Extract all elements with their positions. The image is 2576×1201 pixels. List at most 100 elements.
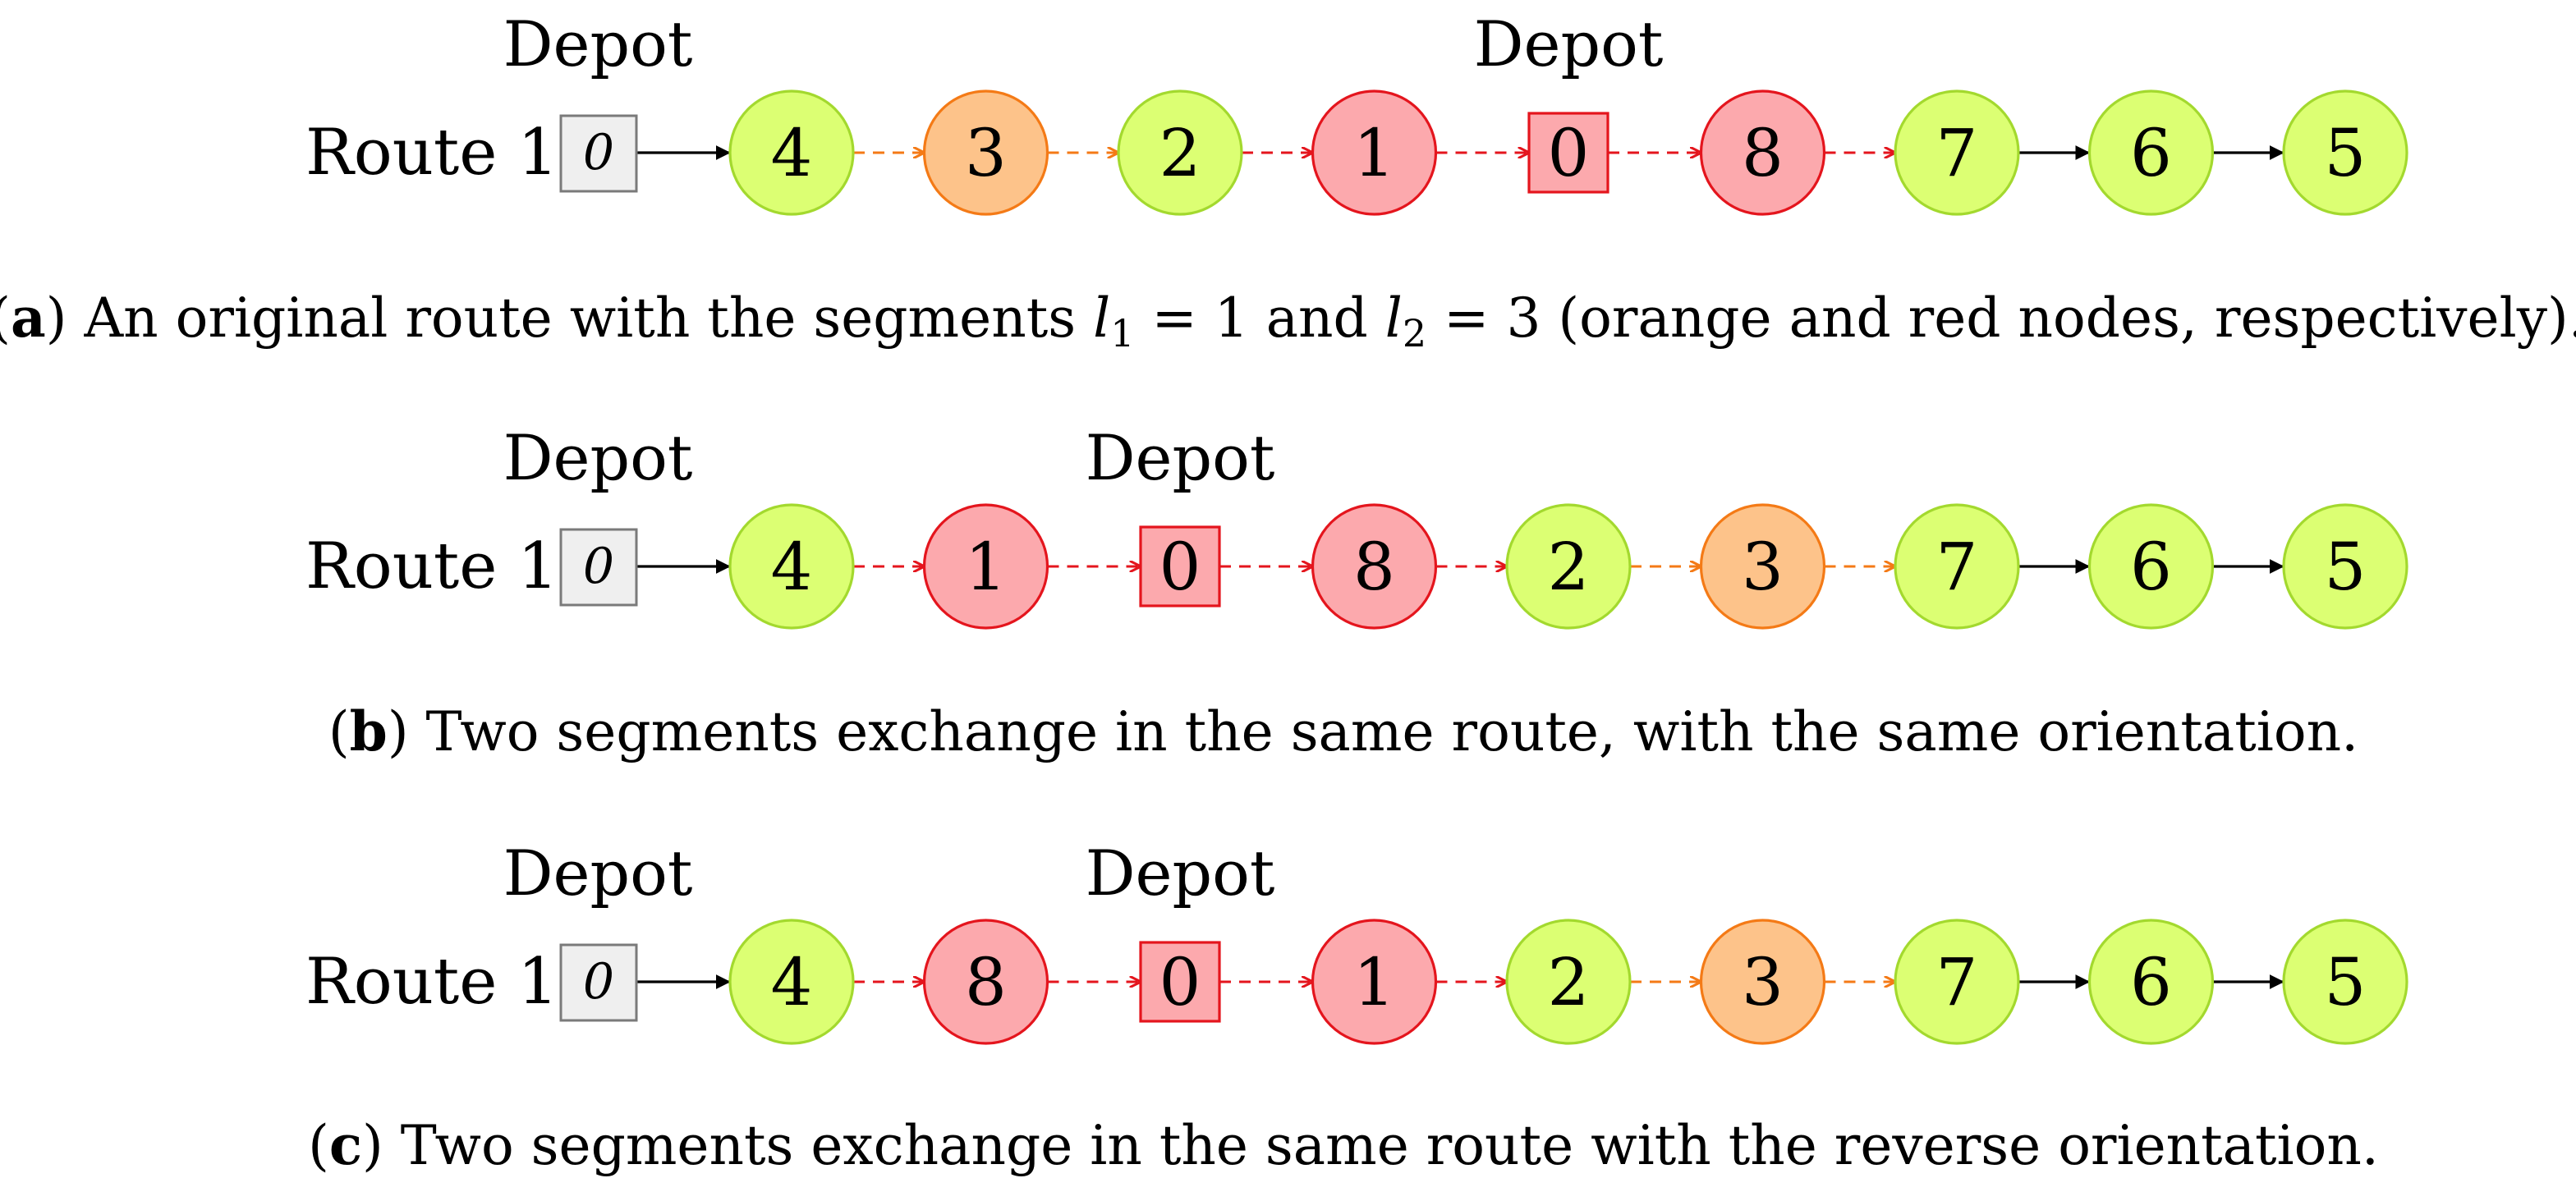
node-circle xyxy=(2282,919,2408,1045)
customer-node: 2 xyxy=(1505,503,1632,630)
node-value: 5 xyxy=(2325,529,2367,605)
start-depot-value: 0 xyxy=(583,953,614,1011)
customer-node: 7 xyxy=(1894,503,2020,630)
start-depot-value: 0 xyxy=(583,538,614,595)
start-depot-box xyxy=(559,943,638,1022)
node-value: 2 xyxy=(1548,944,1590,1020)
node-value: 2 xyxy=(1159,115,1201,191)
customer-node: 5 xyxy=(2282,919,2408,1045)
caption-letter: b xyxy=(350,699,388,763)
node-value: 0 xyxy=(1548,115,1590,191)
node-circle xyxy=(728,89,855,216)
node-circle xyxy=(1311,503,1438,630)
depot-square xyxy=(1527,112,1609,194)
customer-node: 6 xyxy=(2087,89,2215,216)
start-depot-label: Depot xyxy=(503,837,693,910)
caption-sub-1: 1 xyxy=(1110,311,1134,355)
caption-text-1: Two segments exchange in the same route,… xyxy=(409,700,2359,763)
caption: (a) An original route with the segments … xyxy=(0,286,2576,355)
route-label: Route 1 xyxy=(305,116,558,190)
node-value: 6 xyxy=(2130,944,2172,1020)
node-circle xyxy=(1505,919,1632,1045)
customer-node: 4 xyxy=(728,89,855,216)
customer-node: 4 xyxy=(728,919,855,1045)
start-depot-box xyxy=(559,114,638,193)
start-depot-label: Depot xyxy=(503,421,693,494)
start-depot-node: 0 xyxy=(559,943,638,1022)
node-value: 4 xyxy=(771,115,813,191)
caption: (b) Two segments exchange in the same ro… xyxy=(328,699,2358,763)
start-depot-node: 0 xyxy=(559,114,638,193)
route-label: Route 1 xyxy=(305,945,558,1019)
depot-node: 0 Depot xyxy=(1474,7,1664,194)
customer-node: 3 xyxy=(1699,503,1826,630)
depot-square xyxy=(1139,941,1221,1023)
caption-close-paren: ) xyxy=(46,286,67,350)
start-depot-box xyxy=(559,528,638,607)
node-circle xyxy=(1117,89,1243,216)
node-circle xyxy=(922,89,1049,216)
node-value: 3 xyxy=(1742,944,1784,1020)
node-circle xyxy=(1311,89,1438,216)
depot-label: Depot xyxy=(1474,7,1664,80)
node-value: 1 xyxy=(965,529,1007,605)
customer-node: 3 xyxy=(922,89,1049,216)
caption-text-3: = 3 (orange and red nodes, respectively)… xyxy=(1426,286,2576,350)
node-circle xyxy=(2087,89,2215,216)
node-circle xyxy=(1505,503,1632,630)
route-label: Route 1 xyxy=(305,529,558,603)
node-circle xyxy=(1699,89,1826,216)
node-circle xyxy=(728,503,855,630)
customer-node: 6 xyxy=(2087,919,2215,1045)
node-value: 5 xyxy=(2325,115,2367,191)
customer-node: 1 xyxy=(1311,919,1438,1045)
node-circle xyxy=(2282,89,2408,216)
node-circle xyxy=(1699,919,1826,1045)
node-value: 8 xyxy=(965,944,1007,1020)
caption-open-paren: ( xyxy=(328,700,350,763)
start-depot-node: 0 xyxy=(559,528,638,607)
customer-node: 8 xyxy=(922,919,1049,1045)
caption: (c) Two segments exchange in the same ro… xyxy=(308,1113,2379,1177)
caption-close-paren: ) xyxy=(388,700,409,763)
node-value: 3 xyxy=(965,115,1007,191)
node-value: 0 xyxy=(1159,529,1201,605)
caption-close-paren: ) xyxy=(362,1114,383,1177)
depot-node: 0 Depot xyxy=(1086,421,1275,607)
node-circle xyxy=(1311,919,1438,1045)
node-value: 0 xyxy=(1159,944,1201,1020)
start-depot-label: Depot xyxy=(503,7,693,80)
node-value: 2 xyxy=(1548,529,1590,605)
node-circle xyxy=(1894,89,2020,216)
customer-node: 3 xyxy=(1699,919,1826,1045)
customer-node: 1 xyxy=(1311,89,1438,216)
caption-text-2: = 1 and xyxy=(1134,286,1384,350)
customer-node: 5 xyxy=(2282,89,2408,216)
caption-var-l2: l xyxy=(1385,286,1403,350)
customer-node: 1 xyxy=(922,503,1049,630)
node-value: 4 xyxy=(771,529,813,605)
customer-node: 2 xyxy=(1117,89,1243,216)
start-depot-value: 0 xyxy=(583,124,614,181)
caption-open-paren: ( xyxy=(0,286,11,350)
customer-node: 8 xyxy=(1311,503,1438,630)
customer-node: 8 xyxy=(1699,89,1826,216)
depot-label: Depot xyxy=(1086,421,1275,494)
caption-text-1: An original route with the segments xyxy=(67,286,1094,350)
node-circle xyxy=(2087,919,2215,1045)
node-circle xyxy=(922,503,1049,630)
caption-text-1: Two segments exchange in the same route … xyxy=(383,1114,2379,1177)
node-circle xyxy=(1894,919,2020,1045)
caption-letter: a xyxy=(11,286,46,350)
node-value: 8 xyxy=(1742,115,1784,191)
customer-node: 2 xyxy=(1505,919,1632,1045)
node-value: 6 xyxy=(2130,115,2172,191)
